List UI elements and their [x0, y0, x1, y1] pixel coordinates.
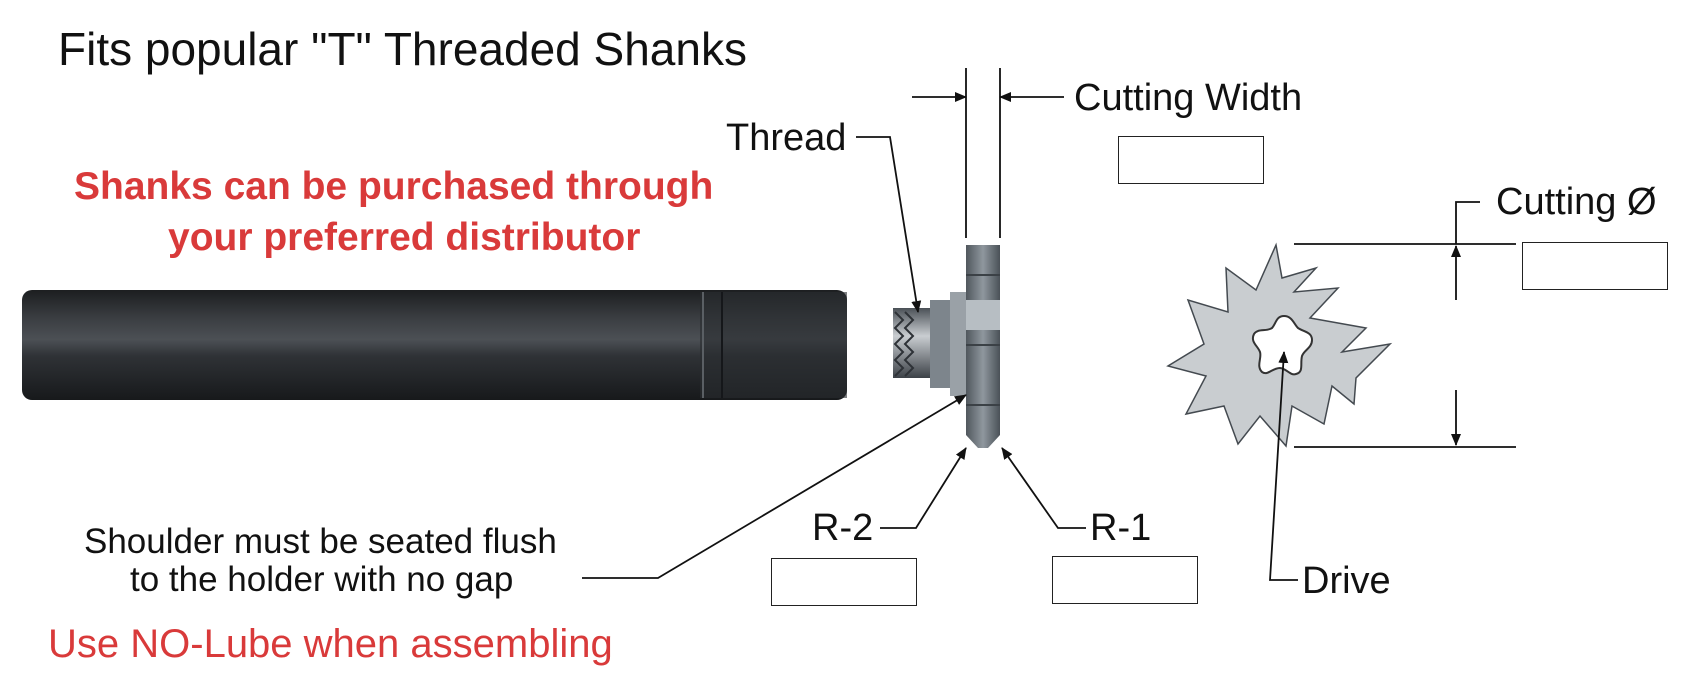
- leader-lines: [582, 68, 1516, 581]
- drive-label: Drive: [1302, 560, 1391, 602]
- shoulder-note-line2: to the holder with no gap: [130, 560, 514, 599]
- cutting-diameter-label: Cutting Ø: [1496, 181, 1657, 223]
- cutting-width-value-box[interactable]: [1118, 136, 1264, 184]
- cutting-diameter-value-box[interactable]: [1522, 242, 1668, 290]
- r2-value-box[interactable]: [771, 558, 917, 606]
- distributor-note-line2: your preferred distributor: [168, 216, 641, 259]
- thread-label: Thread: [726, 117, 847, 159]
- r2-label: R-2: [812, 507, 874, 549]
- cutter-face-view: [1166, 242, 1393, 448]
- cutter-side-view: [966, 245, 1000, 448]
- shoulder-note-line1: Shoulder must be seated flush: [84, 522, 557, 561]
- lube-note: Use NO-Lube when assembling: [48, 622, 613, 666]
- page-title: Fits popular "T" Threaded Shanks: [58, 23, 747, 75]
- shank-image: [22, 290, 847, 400]
- r1-label: R-1: [1090, 507, 1152, 549]
- thread-stud: [893, 292, 970, 396]
- r1-value-box[interactable]: [1052, 556, 1198, 604]
- distributor-note-line1: Shanks can be purchased through: [74, 165, 714, 208]
- cutting-width-label: Cutting Width: [1074, 77, 1303, 119]
